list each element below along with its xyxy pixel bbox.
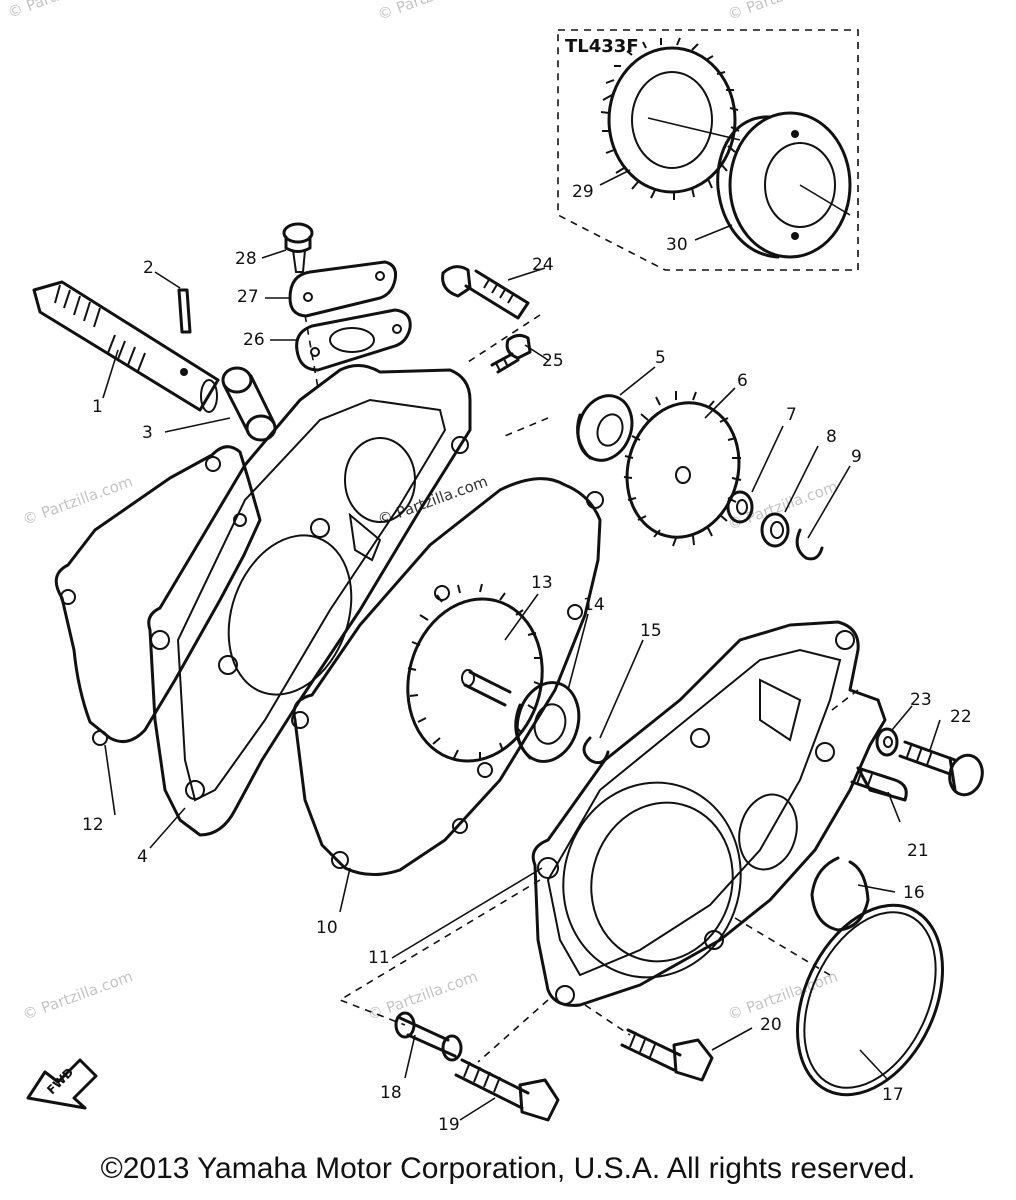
screw-28 xyxy=(282,222,314,273)
shaft-1 xyxy=(32,280,220,413)
bearing-5 xyxy=(576,394,634,462)
watermark-text: © Partzilla.com xyxy=(20,967,135,1024)
watermark-text: © Partzilla.com xyxy=(20,472,135,529)
alignment-lines xyxy=(304,314,859,1063)
pin-2 xyxy=(177,288,192,334)
housing-4 xyxy=(147,364,472,837)
callout-15: 15 xyxy=(640,621,662,641)
gear-13 xyxy=(406,583,544,763)
cover-plate-27 xyxy=(288,260,397,318)
gasket-10 xyxy=(291,477,604,876)
washer-8 xyxy=(760,512,790,548)
callout-19: 19 xyxy=(438,1115,460,1135)
bolt-21 xyxy=(850,766,908,802)
watermark-text: © Partzilla.com xyxy=(725,0,840,24)
watermark-text: © Partzilla.com xyxy=(375,0,490,24)
gear-29 xyxy=(600,37,740,200)
gasket-12 xyxy=(54,445,262,746)
callout-21: 21 xyxy=(907,841,929,861)
callout-6: 6 xyxy=(737,371,748,391)
o-ring-17 xyxy=(795,903,945,1097)
optional-kit-box: TL433F xyxy=(557,29,859,271)
fwd-arrow: FWD xyxy=(26,1058,98,1110)
callout-11: 11 xyxy=(368,948,390,968)
callout-7: 7 xyxy=(786,405,797,425)
bushing-3 xyxy=(221,366,277,442)
bolt-19 xyxy=(454,1058,560,1122)
callout-23: 23 xyxy=(910,690,932,710)
callout-27: 27 xyxy=(237,287,259,307)
callout-4: 4 xyxy=(137,847,148,867)
cover-11 xyxy=(531,620,887,1007)
leader-lines xyxy=(102,169,941,1121)
callout-8: 8 xyxy=(826,427,837,447)
callout-25: 25 xyxy=(542,351,564,371)
copyright-notice: ©2013 Yamaha Motor Corporation, U.S.A. A… xyxy=(100,1152,916,1185)
collar-30 xyxy=(716,111,852,259)
callout-12: 12 xyxy=(82,815,104,835)
callout-22: 22 xyxy=(950,707,972,727)
washer-7 xyxy=(726,490,754,524)
watermark-text: © Partzilla.com xyxy=(5,0,120,22)
callout-20: 20 xyxy=(760,1015,782,1035)
watermark-text: © Partzilla.com xyxy=(725,967,840,1024)
dowel-18 xyxy=(394,1011,463,1062)
callout-2: 2 xyxy=(143,258,154,278)
kit-label: TL433F xyxy=(565,36,639,57)
callout-28: 28 xyxy=(235,249,257,269)
callout-26: 26 xyxy=(243,330,265,350)
gasket-26 xyxy=(295,308,412,372)
callout-1: 1 xyxy=(92,397,103,417)
bolt-22 xyxy=(898,740,984,797)
circlip-9 xyxy=(795,528,824,561)
bolt-20 xyxy=(620,1028,714,1082)
circlip-16 xyxy=(810,856,870,932)
bolt-25 xyxy=(490,333,532,374)
washer-23 xyxy=(875,727,899,757)
callout-24: 24 xyxy=(532,255,554,275)
watermark-text: © Partzilla.com xyxy=(365,967,480,1024)
watermarks: © Partzilla.com © Partzilla.com © Partzi… xyxy=(5,0,840,1024)
callout-9: 9 xyxy=(851,447,862,467)
callout-5: 5 xyxy=(655,348,666,368)
gear-6 xyxy=(623,391,742,547)
callout-16: 16 xyxy=(903,883,925,903)
bolt-24 xyxy=(441,265,530,320)
callout-14: 14 xyxy=(583,595,605,615)
callout-30: 30 xyxy=(666,235,688,255)
callout-17: 17 xyxy=(882,1085,904,1105)
callout-3: 3 xyxy=(142,423,153,443)
callout-29: 29 xyxy=(572,182,594,202)
callouts: 1 2 3 4 5 6 7 8 9 10 11 12 13 14 15 16 1… xyxy=(82,182,972,1135)
callout-18: 18 xyxy=(380,1083,402,1103)
callout-13: 13 xyxy=(531,573,553,593)
bearing-14 xyxy=(514,681,581,763)
callout-10: 10 xyxy=(316,918,338,938)
